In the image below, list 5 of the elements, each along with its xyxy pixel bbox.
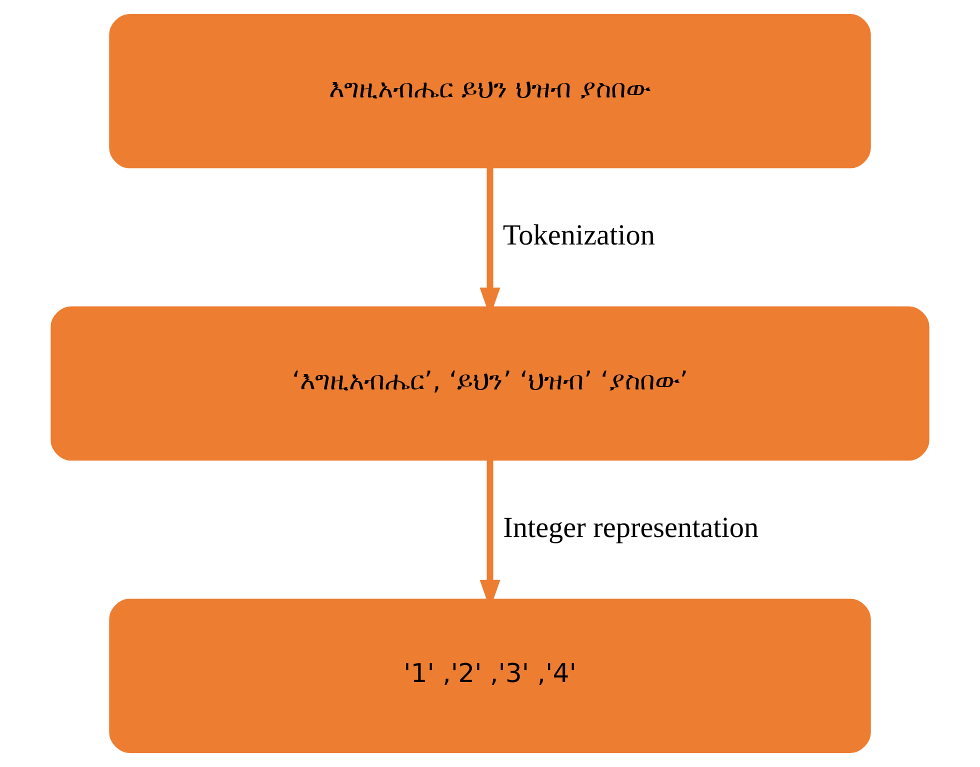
node-box: እግዚአብሔር ይህን ህዝብ ያስበው	[109, 14, 871, 168]
node-box: ‘እግዚአብሔር’, ‘ይህን’ ‘ህዝብ’ ‘ያስበው’	[50, 306, 930, 461]
edge-label: Tokenization	[502, 219, 655, 252]
node-box: '1' ,'2' ,'3' ,'4'	[109, 598, 871, 753]
edge-label: Integer representation	[503, 512, 759, 544]
